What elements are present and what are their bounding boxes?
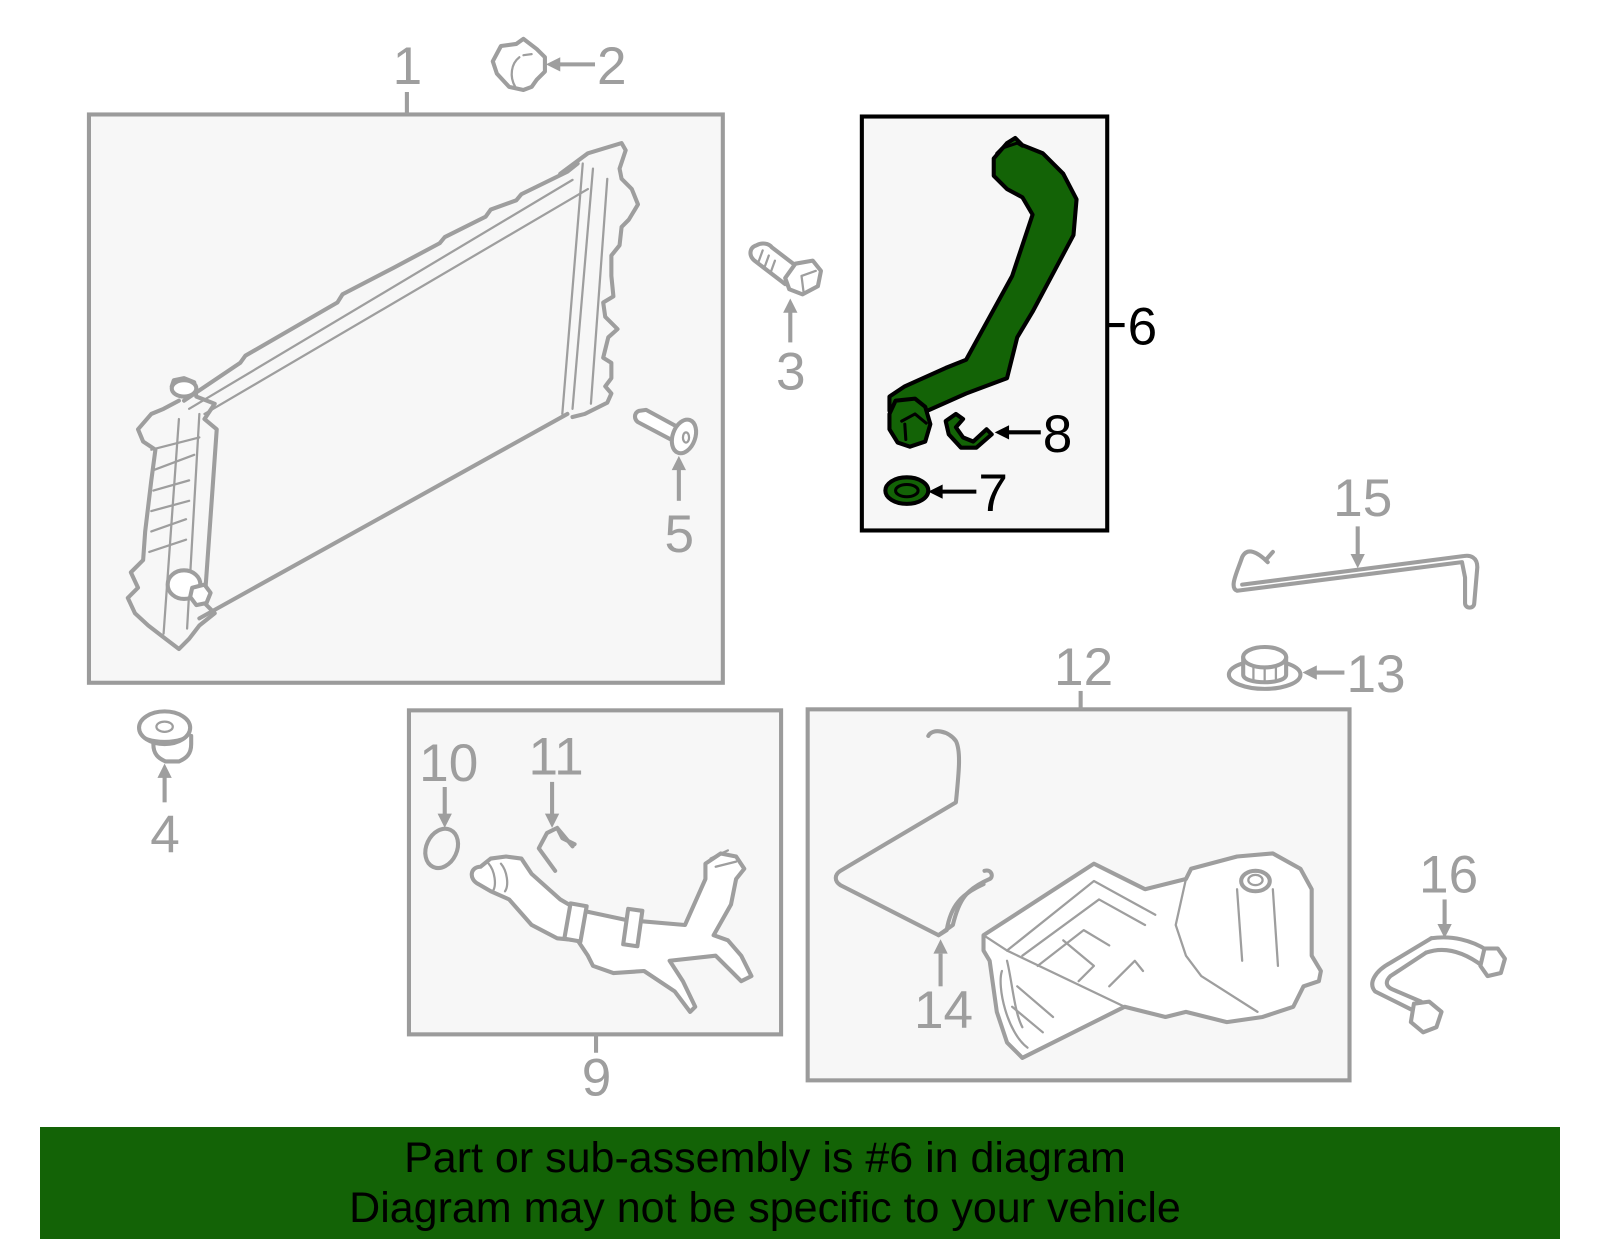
callout-10[interactable]: 10 — [419, 734, 478, 793]
radiator-group[interactable]: 1 — [86, 37, 725, 685]
o-ring-icon — [883, 475, 931, 506]
part-4-group[interactable]: 4 — [136, 709, 194, 864]
callout-6[interactable]: 6 — [1128, 297, 1158, 356]
callout-16[interactable]: 16 — [1419, 845, 1478, 904]
callout-1[interactable]: 1 — [393, 37, 423, 96]
callout-8[interactable]: 8 — [1043, 405, 1073, 464]
part-16-group[interactable]: 16 — [1370, 845, 1507, 1035]
callout-2[interactable]: 2 — [597, 37, 627, 96]
part-2-group[interactable]: 2 — [490, 36, 627, 96]
banner-line-1: Part or sub-assembly is #6 in diagram — [404, 1134, 1126, 1182]
banner-line-2: Diagram may not be specific to your vehi… — [349, 1184, 1181, 1232]
part-13-group[interactable]: 13 — [1226, 644, 1406, 704]
hose-icon — [887, 135, 1079, 450]
callout-5[interactable]: 5 — [665, 505, 695, 564]
bolt-icon — [748, 241, 824, 297]
callout-13[interactable]: 13 — [1346, 645, 1405, 704]
vent-hose-icon — [1231, 549, 1480, 610]
part-3-group[interactable]: 3 — [748, 241, 824, 402]
water-tube-icon — [469, 849, 754, 1014]
callout-9[interactable]: 9 — [582, 1049, 612, 1108]
pin-icon — [632, 407, 699, 456]
callout-3[interactable]: 3 — [776, 342, 806, 401]
part-5-group[interactable]: 5 — [632, 407, 700, 564]
part-15-group[interactable]: 15 — [1231, 469, 1480, 610]
overflow-hose-icon — [833, 729, 994, 938]
callout-7[interactable]: 7 — [978, 464, 1008, 523]
hose-assembly-group[interactable]: 6 8 7 — [859, 114, 1158, 533]
reservoir-cap-icon — [1226, 644, 1303, 691]
reservoir-tank-icon — [981, 851, 1323, 1060]
insulator-icon — [136, 709, 194, 764]
radiator-icon — [125, 141, 640, 652]
reservoir-group[interactable]: 12 14 — [805, 638, 1352, 1083]
callout-14[interactable]: 14 — [914, 981, 973, 1040]
hose-16-icon — [1370, 935, 1507, 1035]
water-tube-group[interactable]: 9 10 11 — [406, 708, 784, 1108]
callout-15[interactable]: 15 — [1333, 469, 1392, 528]
o-ring-10-icon — [423, 826, 461, 871]
clip-11-icon — [536, 825, 577, 873]
callout-11[interactable]: 11 — [529, 728, 584, 787]
callout-4[interactable]: 4 — [150, 805, 180, 864]
bushing-icon — [490, 36, 547, 92]
callout-12[interactable]: 12 — [1054, 638, 1113, 697]
info-banner: Part or sub-assembly is #6 in diagram Di… — [40, 1127, 1560, 1239]
